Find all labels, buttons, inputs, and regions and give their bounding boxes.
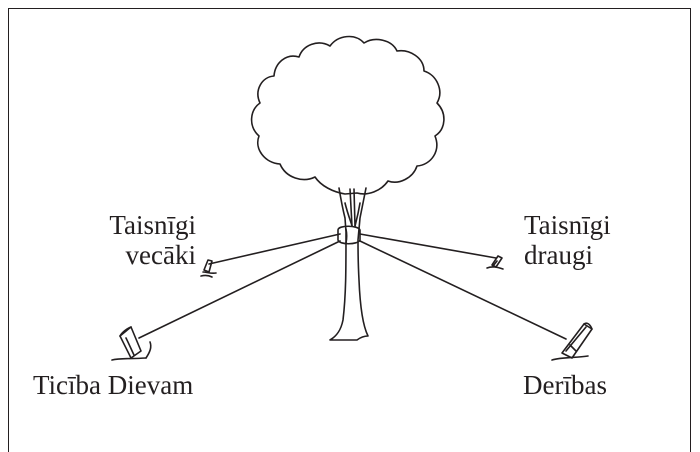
stake-parents [200,259,217,278]
label-righteous-friends-line1: Taisnīgi [524,210,611,240]
label-faith-in-god: Ticība Dievam [33,370,194,400]
stake-faith [111,326,152,361]
label-righteous-parents: Taisnīgi vecāki [80,210,196,270]
label-righteous-parents-line1: Taisnīgi [109,210,196,240]
label-righteous-parents-line2: vecāki [125,240,196,270]
rope-friends [359,233,497,259]
rope-covenants [359,240,567,340]
stake-friends [486,255,504,270]
trunk-band [337,225,361,245]
tree-trunk [329,187,369,341]
frame-top-border [8,8,691,9]
label-covenants: Derības [523,370,607,400]
frame-left-border [8,8,9,452]
rope-parents [208,233,341,265]
label-righteous-friends-line2: draugi [524,240,593,270]
stake-covenants [551,322,593,361]
rope-faith [138,240,341,339]
tree-crown [250,35,445,195]
label-righteous-friends: Taisnīgi draugi [524,210,611,270]
frame-right-border [690,8,691,452]
